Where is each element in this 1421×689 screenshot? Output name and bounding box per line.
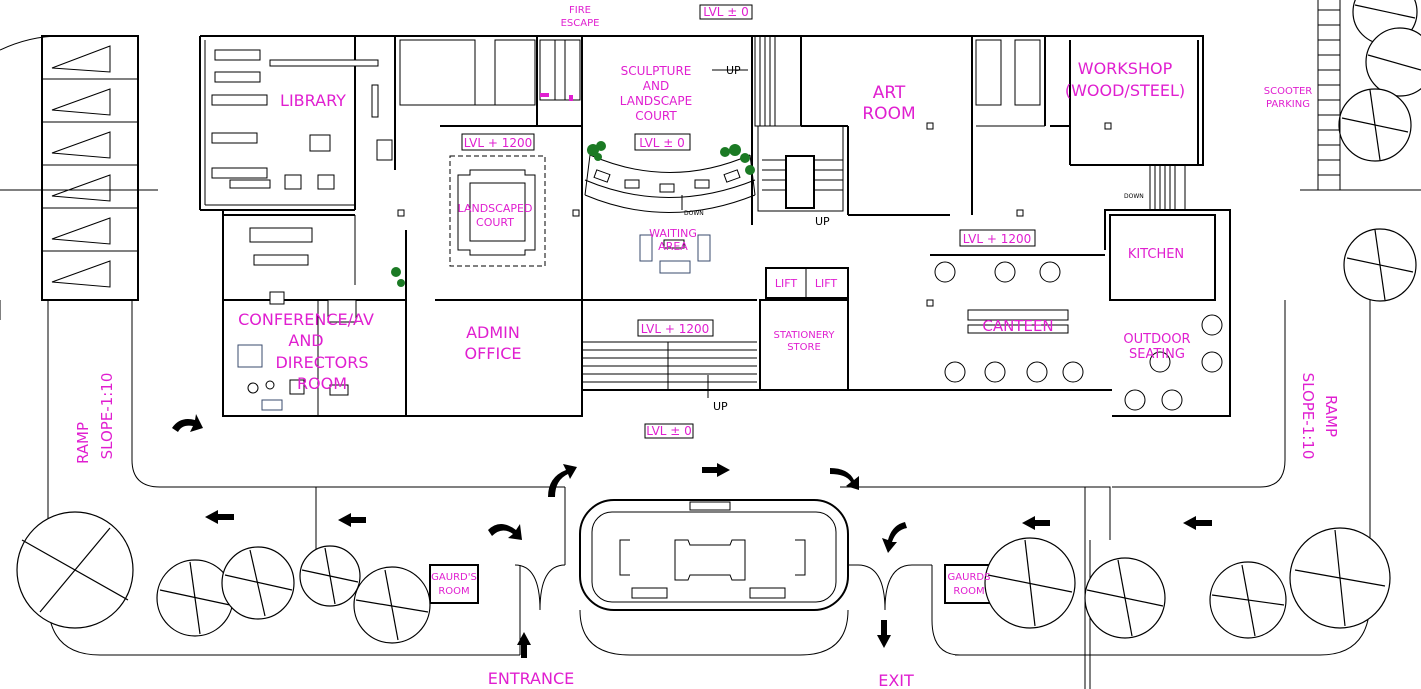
waiting-area-label: AREA [658, 240, 688, 253]
room-labels: LIBRARY FIRE ESCAPE SCULPTURE AND LANDSC… [238, 5, 1312, 689]
up-label: UP [713, 400, 728, 413]
exit-label: EXIT [878, 671, 914, 689]
up-label: UP [815, 215, 830, 228]
art-room-label: ROOM [862, 104, 915, 124]
curved-arrow-icon [172, 414, 203, 432]
library-furniture [211, 49, 393, 190]
level-court: LVL ± 0 [639, 136, 685, 150]
library-label: LIBRARY [280, 91, 346, 110]
curved-arrow-icon [830, 468, 859, 490]
stationery-store-label: STATIONERY [774, 330, 836, 341]
sculpture-court-label: LANDSCAPE [620, 94, 692, 108]
ramp-slope-label: SLOPE-1:10 [1299, 373, 1317, 460]
fire-escape-label: FIRE [569, 5, 591, 16]
building-walls [199, 35, 1231, 417]
traffic-arrows [172, 414, 1212, 658]
down-label: DOWN [1124, 193, 1144, 200]
scooter-parking-label: PARKING [1266, 99, 1310, 110]
guard-room-label: GAURD'S [431, 572, 477, 583]
waiting-area-furniture [639, 234, 711, 274]
lift-label: LIFT [775, 277, 798, 290]
arrow-down-icon [877, 620, 891, 648]
level-canteen: LVL + 1200 [963, 232, 1031, 246]
workshop-label: WORKSHOP [1078, 59, 1173, 78]
stationery-store-label: STORE [787, 342, 821, 353]
workshop-label: (WOOD/STEEL) [1065, 81, 1185, 100]
arrow-right-icon [702, 463, 730, 477]
sculpture-court-label: SCULPTURE [621, 64, 692, 78]
down-label: DOWN [684, 210, 704, 217]
sculpture-court [391, 141, 756, 287]
level-markers: LVL ± 0 LVL ± 0 LVL + 1200 LVL + 1200 LV… [461, 4, 1036, 439]
landscaped-court [449, 155, 546, 267]
waiting-area-label: WAITING [649, 227, 697, 240]
lift-label: LIFT [815, 277, 838, 290]
ramp-slope-label: SLOPE-1:10 [98, 373, 116, 460]
guard-room-label: ROOM [438, 586, 469, 597]
conference-room-label: DIRECTORS [275, 353, 368, 372]
arrow-left-icon [205, 510, 234, 524]
annotations: UP UP UP DOWN DOWN [681, 64, 1144, 413]
conference-furniture [237, 227, 357, 411]
level-lib-side: LVL + 1200 [464, 136, 532, 150]
ramp-labels: RAMP SLOPE-1:10 RAMP SLOPE-1:10 [74, 373, 1340, 464]
ramp-label: RAMP [74, 422, 92, 464]
sculpture-court-label: AND [643, 79, 669, 93]
admin-office-label: ADMIN [466, 323, 520, 342]
landscaped-court-label: LANDSCAPED [458, 202, 533, 215]
art-room-label: ART [873, 83, 906, 103]
level-admin-side: LVL + 1200 [641, 322, 709, 336]
curved-arrow-icon [882, 522, 907, 553]
conference-room-label: AND [288, 331, 323, 350]
parking-bays [0, 35, 158, 301]
kitchen-label: KITCHEN [1128, 247, 1184, 262]
fire-escape-label: ESCAPE [561, 18, 600, 29]
curved-arrow-icon [548, 464, 577, 497]
arrow-left-icon [1183, 516, 1212, 530]
arrow-left-icon [338, 513, 366, 527]
conference-room-label: CONFERENCE/AV [238, 310, 374, 329]
trees [16, 0, 1421, 644]
ramp-label: RAMP [1322, 395, 1340, 437]
guard-rooms [429, 564, 994, 604]
fire-escape-marker [569, 95, 573, 101]
outdoor-seating-label: SEATING [1129, 347, 1185, 362]
guard-room-label: GAURDS [948, 572, 991, 583]
entrance-label: ENTRANCE [488, 669, 575, 688]
outdoor-seating-label: OUTDOOR [1123, 332, 1190, 347]
canteen-label: CANTEEN [982, 317, 1053, 335]
admin-office-label: OFFICE [465, 344, 522, 363]
conference-room-label: ROOM [297, 374, 347, 393]
landscaped-court-label: COURT [476, 216, 514, 229]
level-top: LVL ± 0 [703, 5, 749, 19]
curved-arrow-icon [488, 524, 522, 540]
arrow-left-icon [1022, 516, 1050, 530]
entry-island [514, 499, 961, 656]
fire-escape-marker [540, 93, 549, 97]
guard-room-label: ROOM [953, 586, 984, 597]
arrow-up-icon [517, 632, 531, 658]
level-bottom: LVL ± 0 [646, 424, 692, 438]
sculpture-court-label: COURT [635, 109, 677, 123]
scooter-parking-label: SCOOTER [1264, 86, 1312, 97]
canteen-furniture [934, 261, 1223, 411]
